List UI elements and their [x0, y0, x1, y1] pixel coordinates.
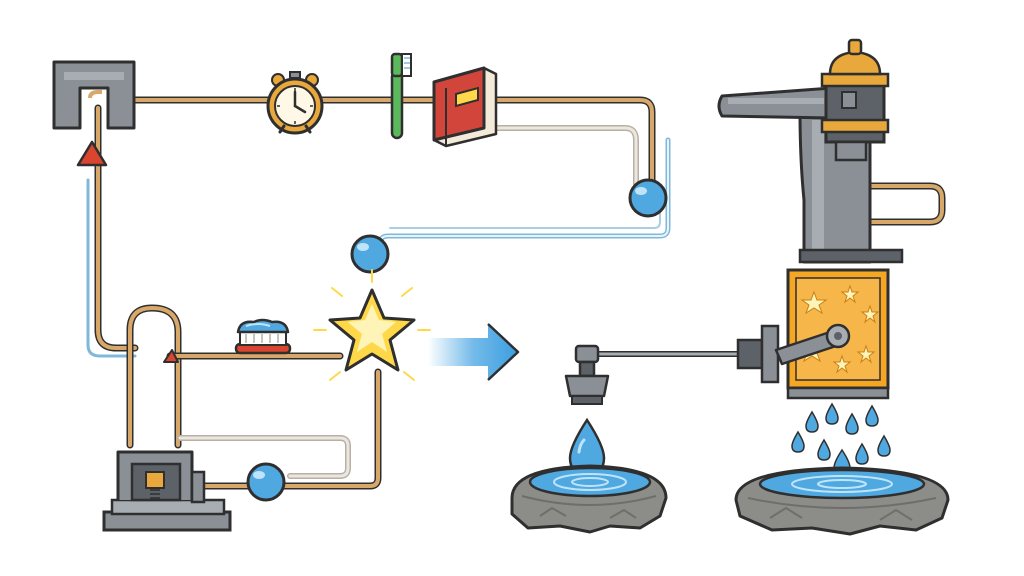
blue-ball-icon	[350, 234, 390, 274]
toothpaste-brush-icon	[234, 318, 292, 355]
pale-pipe-upper	[492, 125, 639, 188]
book-icon	[432, 66, 498, 148]
right-arrow-icon	[428, 323, 520, 381]
stone-basin-icon	[734, 466, 950, 536]
pipe-elbow-block-icon	[52, 60, 136, 130]
lower-return-pipe	[278, 368, 382, 490]
toothbrush-icon	[390, 52, 412, 140]
stone-basin-icon	[510, 464, 668, 534]
red-triangle-marker-icon	[76, 140, 108, 167]
spout-machine-icon	[717, 38, 904, 264]
lever-icon	[736, 323, 851, 384]
alarm-clock-icon	[266, 71, 324, 135]
valve-pump-icon	[102, 450, 232, 532]
pipe-network	[86, 96, 946, 490]
red-triangle-marker-icon	[163, 349, 179, 363]
left-vertical-pipe	[94, 104, 139, 352]
blue-pipe-track	[377, 137, 671, 261]
water-drop-icon	[791, 402, 891, 477]
blue-ball-icon	[628, 178, 668, 218]
arch-pipe	[126, 304, 182, 449]
faucet-icon	[564, 344, 610, 405]
blue-ball-icon	[246, 462, 286, 502]
spark-star-icon	[313, 269, 431, 381]
